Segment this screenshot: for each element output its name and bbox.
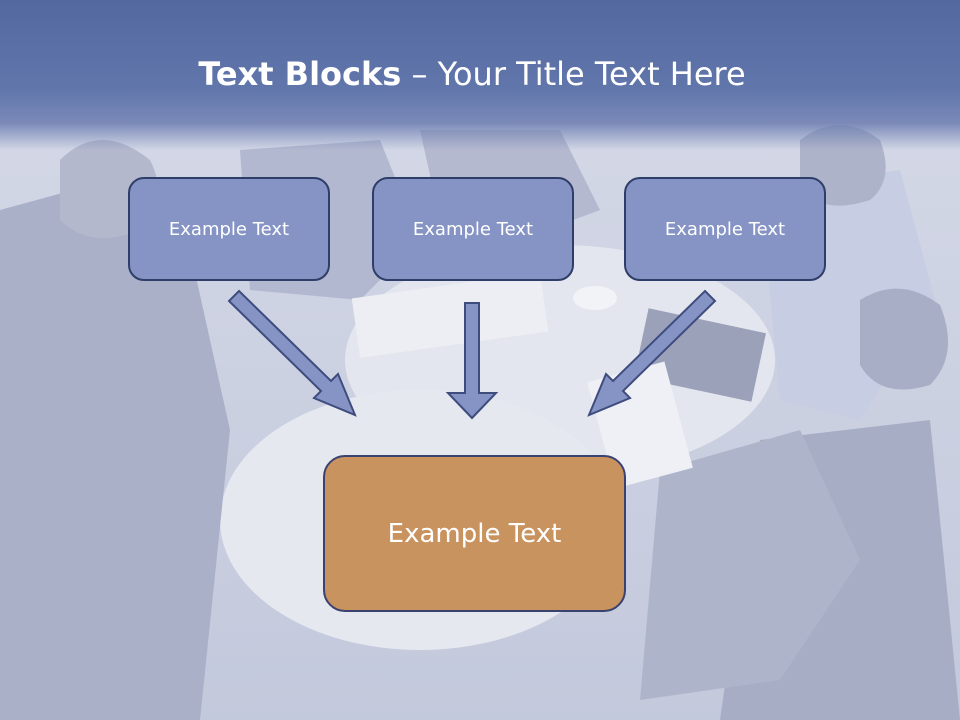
- text-block-3[interactable]: Example Text: [624, 177, 826, 281]
- text-block-1-label: Example Text: [168, 218, 290, 240]
- text-block-2-label: Example Text: [412, 218, 534, 240]
- center-text-block[interactable]: Example Text: [323, 455, 626, 612]
- title-bold-text: Text Blocks: [198, 55, 402, 93]
- text-block-1[interactable]: Example Text: [128, 177, 330, 281]
- text-block-2[interactable]: Example Text: [372, 177, 574, 281]
- text-block-3-label: Example Text: [664, 218, 786, 240]
- slide-title: Text Blocks – Your Title Text Here: [0, 52, 944, 96]
- title-rest-text: – Your Title Text Here: [411, 55, 746, 93]
- title-bar: [0, 0, 960, 150]
- center-text-block-label: Example Text: [387, 518, 562, 549]
